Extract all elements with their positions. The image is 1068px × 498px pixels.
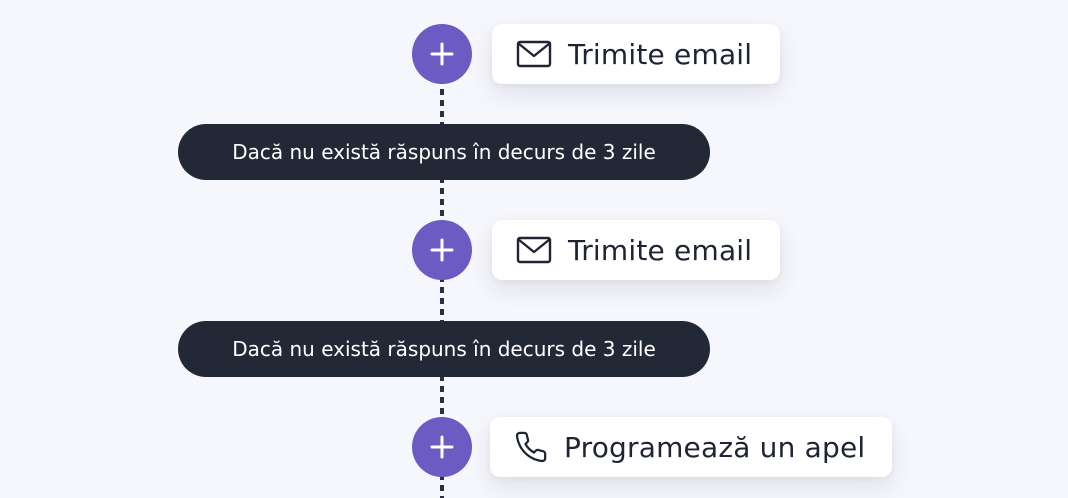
mail-icon	[516, 236, 552, 264]
step-label: Trimite email	[568, 233, 753, 267]
step-card-send-email[interactable]: Trimite email	[492, 24, 780, 84]
plus-icon	[430, 238, 454, 262]
condition-label: Dacă nu există răspuns în decurs de 3 zi…	[232, 337, 656, 361]
add-step-button[interactable]	[412, 220, 472, 280]
condition-pill[interactable]: Dacă nu există răspuns în decurs de 3 zi…	[178, 124, 710, 180]
step-label: Programează un apel	[564, 430, 866, 464]
step-card-send-email[interactable]: Trimite email	[492, 220, 780, 280]
step-card-schedule-call[interactable]: Programează un apel	[490, 417, 892, 477]
plus-icon	[430, 435, 454, 459]
mail-icon	[516, 40, 552, 68]
plus-icon	[430, 42, 454, 66]
timeline-connector	[440, 78, 444, 498]
condition-pill[interactable]: Dacă nu există răspuns în decurs de 3 zi…	[178, 321, 710, 377]
add-step-button[interactable]	[412, 24, 472, 84]
condition-label: Dacă nu există răspuns în decurs de 3 zi…	[232, 140, 656, 164]
add-step-button[interactable]	[412, 417, 472, 477]
step-label: Trimite email	[568, 37, 753, 71]
phone-icon	[514, 430, 548, 464]
